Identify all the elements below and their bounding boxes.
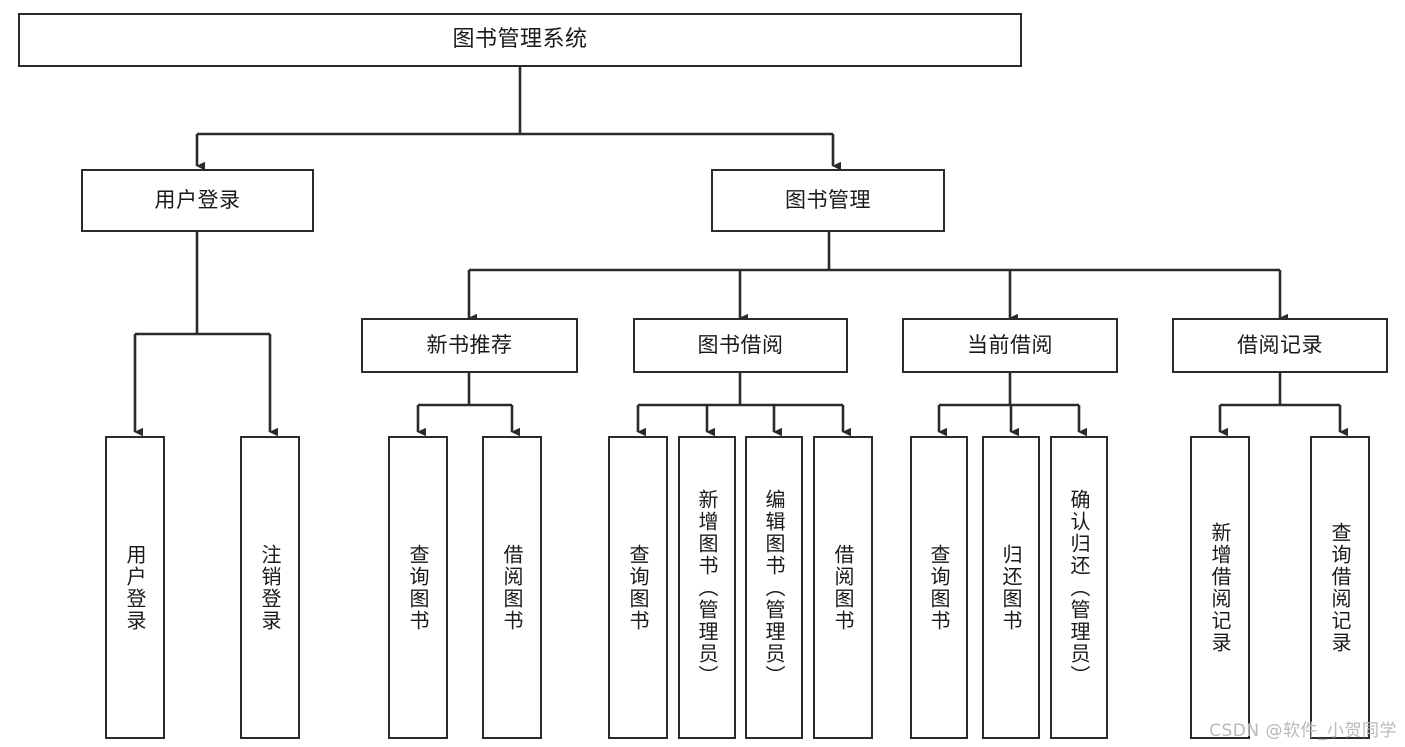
node-label: 借阅图书 — [831, 543, 855, 632]
node-user-login[interactable]: 用户登录 — [81, 169, 314, 232]
node-label: 图书管理系统 — [452, 26, 588, 52]
node-label: 当前借阅 — [967, 332, 1053, 357]
node-label: 用户登录 — [123, 543, 147, 632]
node-label: 注销登录 — [258, 543, 282, 632]
leaf-current-confirm-return-admin[interactable]: 确认归还（管理员） — [1050, 436, 1108, 739]
node-label: 新书推荐 — [426, 332, 513, 357]
node-borrowing-record[interactable]: 借阅记录 — [1172, 318, 1388, 373]
node-label: 编辑图书（管理员） — [762, 488, 786, 687]
node-label: 借阅记录 — [1237, 332, 1323, 357]
node-label: 新增借阅记录 — [1208, 521, 1232, 654]
csdn-watermark: CSDN @软件_小贺同学 — [1209, 721, 1397, 741]
leaf-borrow-query-books[interactable]: 查询图书 — [608, 436, 668, 739]
node-label: 借阅图书 — [500, 543, 524, 632]
leaf-current-query-books[interactable]: 查询图书 — [910, 436, 968, 739]
node-current-borrowing[interactable]: 当前借阅 — [902, 318, 1118, 373]
node-root-book-management-system[interactable]: 图书管理系统 — [18, 13, 1022, 67]
node-label: 查询图书 — [626, 543, 650, 632]
node-book-borrowing[interactable]: 图书借阅 — [633, 318, 848, 373]
leaf-record-query-borrow-record[interactable]: 查询借阅记录 — [1310, 436, 1370, 739]
node-label: 查询借阅记录 — [1328, 521, 1352, 654]
leaf-new-book-borrow-books[interactable]: 借阅图书 — [482, 436, 542, 739]
node-book-management[interactable]: 图书管理 — [711, 169, 945, 232]
node-label: 图书管理 — [785, 187, 871, 212]
leaf-borrow-add-book-admin[interactable]: 新增图书（管理员） — [678, 436, 736, 739]
node-new-book-recommendation[interactable]: 新书推荐 — [361, 318, 578, 373]
node-label: 查询图书 — [927, 543, 951, 632]
leaf-borrow-borrow-books[interactable]: 借阅图书 — [813, 436, 873, 739]
leaf-user-login-login[interactable]: 用户登录 — [105, 436, 165, 739]
node-label: 确认归还（管理员） — [1067, 488, 1091, 687]
leaf-new-book-query-books[interactable]: 查询图书 — [388, 436, 448, 739]
node-label: 新增图书（管理员） — [695, 488, 719, 687]
leaf-record-add-borrow-record[interactable]: 新增借阅记录 — [1190, 436, 1250, 739]
node-label: 查询图书 — [406, 543, 430, 632]
node-label: 用户登录 — [154, 187, 241, 212]
leaf-borrow-edit-book-admin[interactable]: 编辑图书（管理员） — [745, 436, 803, 739]
leaf-user-login-logout[interactable]: 注销登录 — [240, 436, 300, 739]
node-label: 归还图书 — [999, 543, 1023, 632]
leaf-current-return-books[interactable]: 归还图书 — [982, 436, 1040, 739]
node-label: 图书借阅 — [697, 332, 784, 357]
